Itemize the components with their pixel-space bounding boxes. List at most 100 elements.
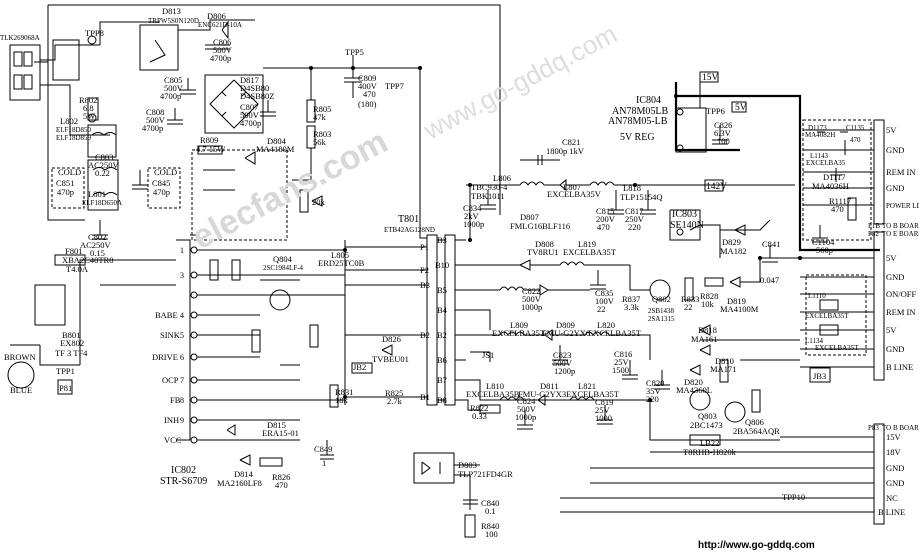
ic802-pin-ocp: OCP (162, 375, 179, 385)
label-l801-part: ELF18D650A (82, 199, 122, 207)
label-q804: Q804 (273, 254, 293, 264)
label-l809-part: EXCELBA35T (492, 328, 546, 338)
label-r825: R825 (385, 388, 403, 398)
label-d813-part: TRPW5S0N120D (148, 17, 199, 25)
label-l821-part: EXCELBA35T (566, 389, 620, 399)
ic802-pins: 1 3 4 5 6 7 8 9 BABE SINK DRIVE OCP FB I… (152, 246, 184, 445)
label-d806-part: ENC621D-10A (198, 21, 242, 29)
label-d1173-part: MA4082H (805, 131, 835, 139)
label-r837-val: 3.3k (624, 302, 640, 312)
ic802-pin-drive: DRIVE (152, 352, 178, 362)
label-l819-part: EXCELBA35T (563, 247, 617, 257)
ic802-pin-7: 7 (180, 376, 184, 385)
label-d1117: D1117 (823, 172, 846, 182)
label-c807-v: 500V (240, 110, 260, 120)
site-url: http://www.go-gddq.com (698, 540, 815, 551)
label-d826-part: TVBEU01 (372, 354, 409, 364)
label-d817: D817 (240, 75, 259, 85)
ic804-part2: AN78M05-LB (608, 116, 668, 127)
label-lb22-part: T8RHB-H820k (683, 447, 737, 457)
conn-p82-pin-gnd2: GND (886, 344, 904, 354)
label-tlk: TLK269068A (0, 34, 40, 42)
label-blue: BLUE (10, 385, 32, 395)
label-b801-part: EX802 (60, 338, 84, 348)
label-r802-val: 6.8 (83, 103, 94, 113)
conn-p82-pin-5v2: 5V (886, 325, 897, 335)
transformer-pins: P1 P2 B3 B2 B1 B3 B10 B5 B4 B2 B6 B7 B8 (420, 235, 449, 405)
label-r828: R828 (700, 291, 718, 301)
label-c824: C824 (517, 396, 536, 406)
label-c807: C807 (240, 102, 258, 112)
label-c803-v: AC250V (88, 160, 120, 170)
label-c809-v: 400V (358, 81, 378, 91)
label-d829: D829 (722, 237, 741, 247)
conn-p82-pin-rem: REM IN (886, 307, 916, 317)
label-c849: C849 (314, 444, 332, 454)
label-d808-part: TV8RU1 (527, 247, 559, 257)
ic802-pin-babe: BABE (155, 310, 178, 320)
label-l809: L809 (510, 320, 528, 330)
label-c809-val: 470 (363, 89, 376, 99)
connector-p1b: P1B TO B BOARD 5V GND REM IN GND POWER L… (868, 125, 919, 230)
label-c805-v: 500V (164, 83, 184, 93)
label-lb22: LB22 (700, 438, 719, 448)
label-l802-part2: ELF18D859 (56, 134, 92, 142)
label-l820-part: EXCELBA35T (588, 328, 642, 338)
ic802-pin-sink: SINK (160, 330, 181, 340)
component-labels: TLK269068A TPP8 D813 TRPW5S0N120D D806 E… (0, 6, 865, 539)
label-c809: C809 (358, 73, 376, 83)
ic804-label: IC804 (636, 95, 661, 106)
label-c802-v: AC250V (80, 240, 112, 250)
label-d819: D819 (727, 296, 746, 306)
label-c807-val: 4700p (240, 118, 261, 128)
label-c820-v: 35V (646, 386, 662, 396)
label-c840-val: 0.1 (485, 506, 496, 516)
ic802-pin-8: 8 (180, 396, 184, 405)
label-c826: C826 (714, 120, 732, 130)
label-r822: R822 (470, 403, 488, 413)
label-f801: F801 (65, 246, 82, 256)
label-jb2: JB2 (353, 362, 366, 372)
label-d814-part: MA2160LF8 (217, 478, 262, 488)
label-c819-v: 25V (595, 405, 611, 415)
label-c809-alt: (180) (358, 99, 377, 109)
label-r805: R805 (313, 104, 331, 114)
ic802-pin-1: 1 (180, 246, 184, 255)
label-l802: L802 (60, 116, 78, 126)
t801-pin-b3-right: B3 (437, 235, 447, 245)
ic802-label: IC802 (171, 465, 196, 476)
ic802-pin-5: 5 (180, 331, 184, 340)
label-c826-val: 100 (717, 136, 730, 146)
ic802-part: STR-S6709 (160, 476, 207, 487)
label-cold-right: COLD (154, 167, 177, 177)
t801-pin-b2-right: B2 (437, 330, 447, 340)
label-d811-part: FMU-G2YX3 (518, 389, 566, 399)
label-r809: R809 (200, 135, 218, 145)
label-tpp5: TPP5 (345, 47, 364, 57)
label-r828-val: 10k (701, 299, 715, 309)
label-d817-part: D4SB80 (240, 83, 269, 93)
conn-p82-pin-5v: 5V (886, 253, 897, 263)
label-r802: R802 (79, 95, 97, 105)
connector-p83: P83 TO B BOARD 15V 18V GND GND NC B LINE (868, 424, 919, 517)
label-d818: D818 (698, 325, 717, 335)
label-c835-val: 22 (597, 304, 606, 314)
conn-p82-sub: TO E BOARD (882, 230, 919, 238)
label-c835: C835 (595, 288, 613, 298)
t801-label: T801 (398, 214, 419, 225)
label-q804-part: 2SC1984LF-4 (263, 264, 304, 272)
conn-p1b-pin-gnd2: GND (886, 183, 904, 193)
label-cold-right-val: C845 (152, 178, 170, 188)
label-d826: D826 (382, 334, 401, 344)
label-c1135-val: 470 (850, 136, 861, 144)
label-c1104-val: 560p (816, 245, 833, 255)
ic804-part: AN78M05LB (612, 106, 668, 117)
conn-p1b-label: P1B (868, 222, 880, 230)
label-l810: L810 (486, 381, 504, 391)
t801-pin-b5: B5 (437, 285, 447, 295)
conn-p83-pin-gnd2: GND (886, 478, 904, 488)
t801-pin-p2: P2 (420, 265, 429, 275)
label-d1117-part: MA4036H (812, 181, 849, 191)
label-r831-val: 18k (335, 395, 349, 405)
voltage-rails: 5V 142V 15V (702, 73, 747, 192)
